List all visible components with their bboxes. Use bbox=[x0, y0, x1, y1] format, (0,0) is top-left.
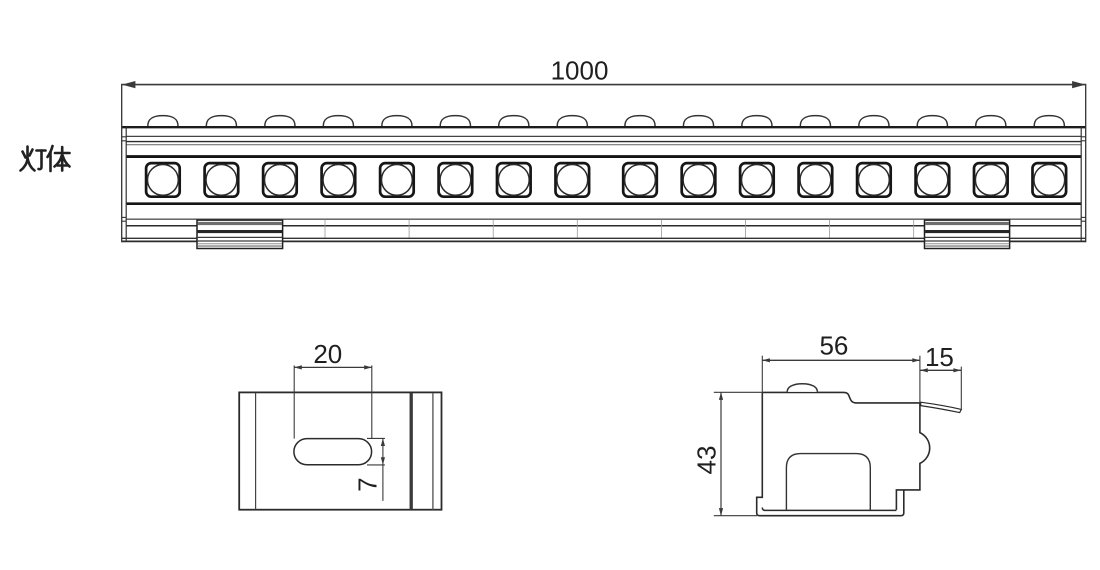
svg-text:56: 56 bbox=[819, 330, 848, 360]
svg-text:7: 7 bbox=[352, 477, 382, 491]
svg-text:43: 43 bbox=[691, 446, 721, 475]
svg-text:15: 15 bbox=[925, 342, 954, 372]
svg-text:20: 20 bbox=[313, 339, 342, 369]
svg-text:1000: 1000 bbox=[551, 55, 609, 85]
